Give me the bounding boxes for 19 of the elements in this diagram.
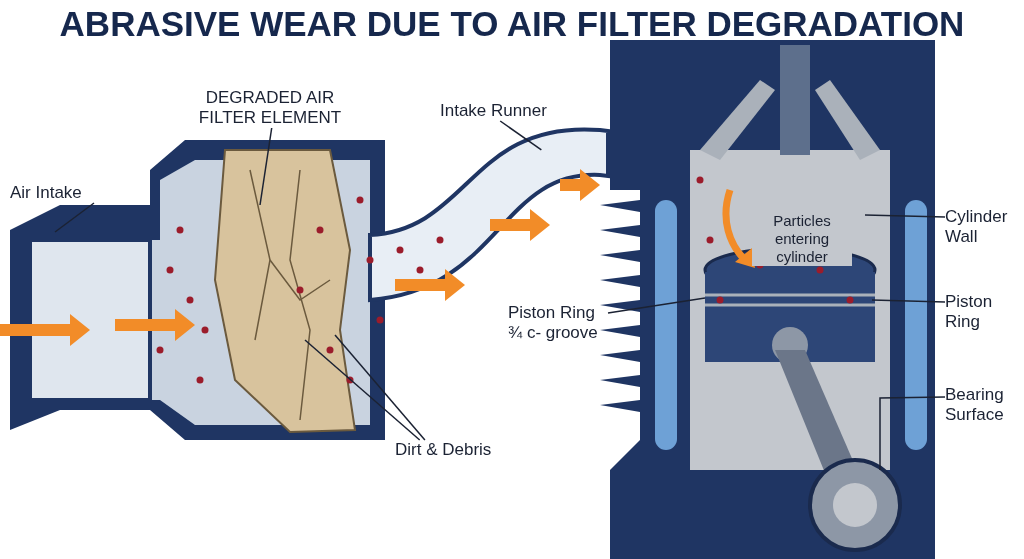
leader-line	[499, 120, 543, 151]
part-label: Air Intake	[10, 183, 130, 203]
part-label: Cylinder Wall	[945, 207, 1024, 247]
diagram-title: ABRASIVE WEAR DUE TO AIR FILTER DEGRADATION	[58, 4, 966, 44]
leader-line	[879, 396, 946, 471]
part-label: Piston Ring ¾ c- groove	[508, 303, 608, 343]
part-label: Dirt & Debris	[395, 440, 525, 460]
part-label: Piston Ring	[945, 292, 1024, 332]
annotation-text: Particles entering cylinder	[752, 212, 852, 266]
leader-line	[304, 339, 421, 441]
part-label: DEGRADED AIR FILTER ELEMENT	[185, 88, 355, 128]
intake-runner-drawing	[368, 127, 610, 302]
leader-line	[864, 214, 946, 218]
part-label: Intake Runner	[440, 101, 580, 121]
leader-line	[259, 127, 273, 206]
leader-line	[334, 334, 426, 441]
part-label: Bearing Surface	[945, 385, 1024, 425]
leader-line	[871, 299, 946, 303]
leader-line	[607, 297, 706, 314]
